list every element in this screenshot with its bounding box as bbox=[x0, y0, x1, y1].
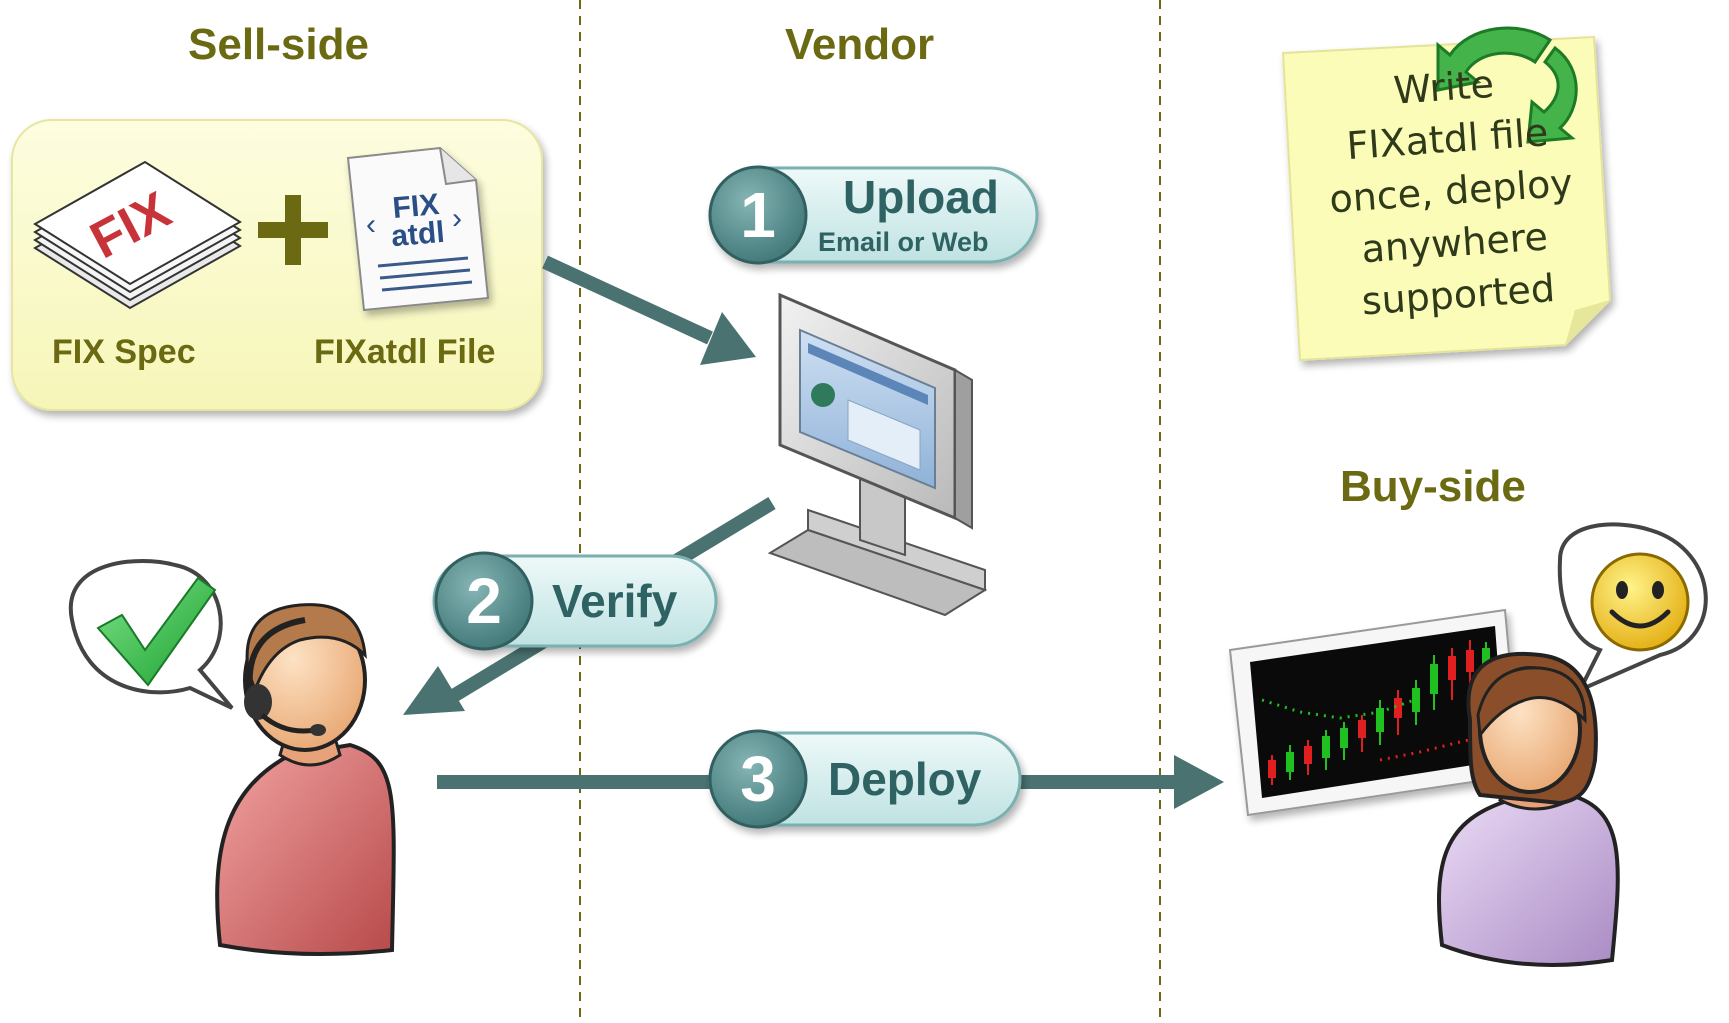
fixatdl-file-icon: FIX atdl ‹ › bbox=[346, 146, 490, 312]
trader-person-icon bbox=[1437, 651, 1620, 967]
step-3-number: 3 bbox=[740, 743, 776, 815]
sticky-note bbox=[1281, 35, 1612, 362]
step-2-number: 2 bbox=[466, 565, 502, 637]
candlestick-chart-icon bbox=[1228, 608, 1522, 817]
fix-spec-stack-icon: FIX bbox=[33, 160, 242, 310]
step-2-label: Verify bbox=[552, 575, 678, 627]
fixatdl-icon-bracket-right: › bbox=[452, 202, 462, 235]
upload-arrow bbox=[542, 255, 756, 365]
call-center-person-icon bbox=[215, 603, 396, 956]
step-1-sublabel: Email or Web bbox=[818, 227, 989, 257]
step-3-label: Deploy bbox=[828, 753, 982, 805]
checkmark-icon bbox=[96, 576, 217, 687]
fixatdl-icon-bracket-left: ‹ bbox=[366, 208, 376, 241]
recycle-arrows-icon bbox=[1436, 26, 1578, 144]
sell-speech-bubble bbox=[68, 559, 234, 710]
step-3-pill bbox=[708, 729, 1022, 829]
smiley-face-icon bbox=[1590, 552, 1690, 652]
plus-icon bbox=[258, 195, 328, 265]
monitor-icon bbox=[767, 292, 988, 617]
fix-spec-label: FIX Spec bbox=[52, 333, 196, 371]
step-2-pill bbox=[432, 551, 718, 651]
step-1-label: Upload bbox=[843, 171, 999, 223]
sell-side-title: Sell-side bbox=[188, 20, 369, 69]
fixatdl-file-label: FIXatdl File bbox=[314, 333, 496, 371]
step-1-number: 1 bbox=[740, 179, 776, 251]
sticky-note-text: Write FIXatdl file once, deploy anywhere… bbox=[1293, 55, 1612, 355]
vendor-title: Vendor bbox=[785, 20, 935, 69]
fixatdl-icon-text-atdl: atdl bbox=[390, 216, 446, 254]
step-1-pill bbox=[708, 165, 1039, 265]
chart-green-dots bbox=[1261, 696, 1421, 720]
buy-side-title: Buy-side bbox=[1340, 462, 1526, 511]
fixatdl-icon-text-fix: FIX bbox=[391, 188, 440, 225]
